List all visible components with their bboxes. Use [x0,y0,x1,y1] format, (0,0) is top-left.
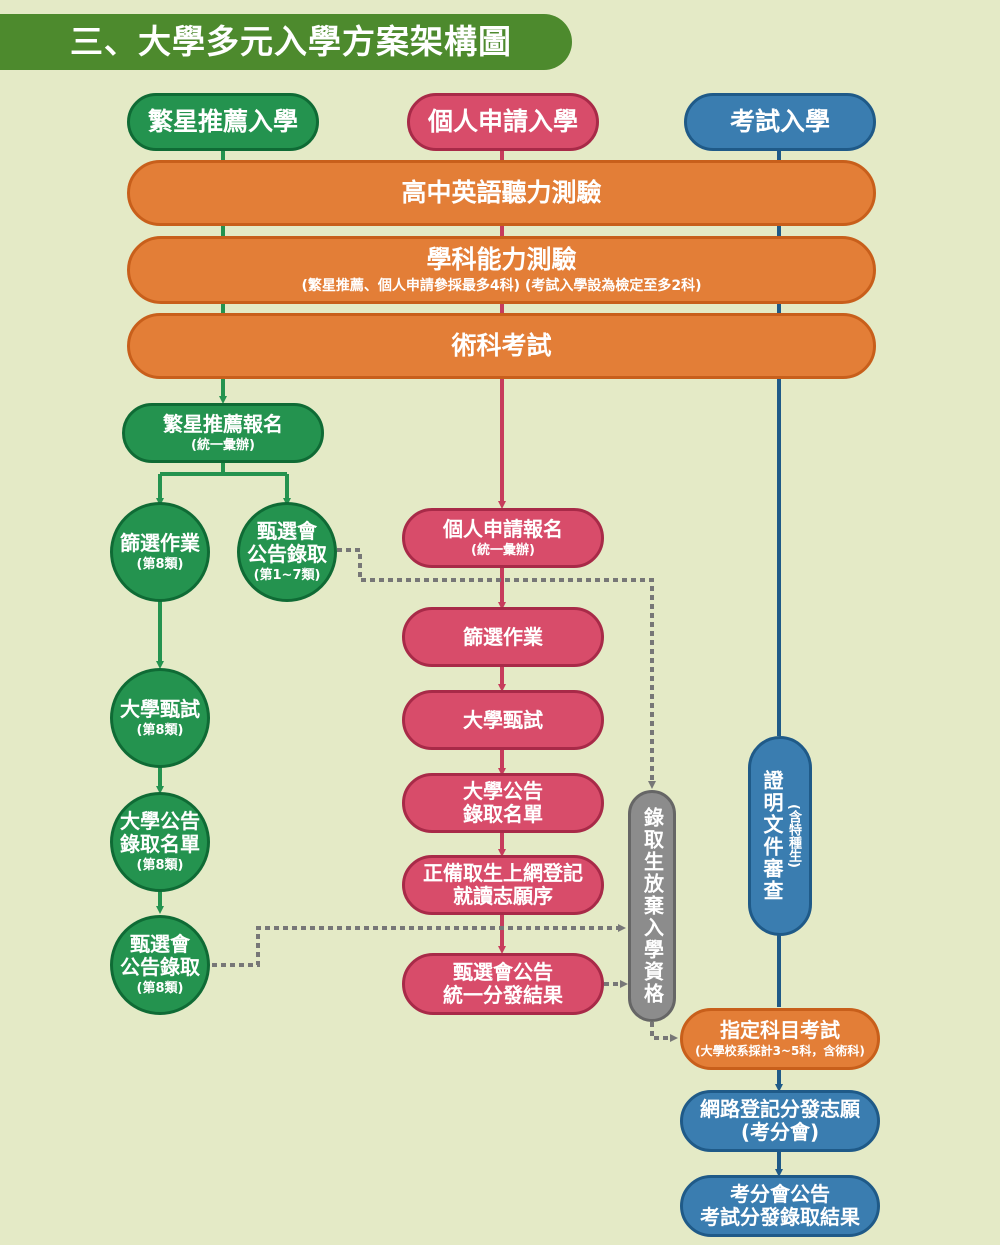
english-listening-test: 高中英語聽力測驗 [127,160,876,226]
star-assign-1-7-line2: 公告錄取 [247,542,327,567]
route-star: 繁星推薦入學 [127,93,319,151]
waive-admission: 錄取生放棄入學資格 [628,790,676,1022]
personal-admit-list: 大學公告 錄取名單 [402,773,604,833]
star-assign-8-line2: 公告錄取 [120,955,200,980]
star-screening-label: 篩選作業 [120,530,200,555]
star-admit-note: (第8類) [136,858,184,874]
gsat-test: 學科能力測驗 (繁星推薦、個人申請參採最多4科) (考試入學設為檢定至多2科) [127,236,876,304]
star-assign-8: 甄選會 公告錄取 (第8類) [110,915,210,1015]
star-screening-note: (第8類) [136,556,184,572]
star-admit-list: 大學公告 錄取名單 (第8類) [110,792,210,892]
ast-note: (大學校系採計3~5科，含術科) [695,1044,865,1059]
star-assign-8-note: (第8類) [136,981,184,997]
exam-docs-note: (含特種生) [785,804,801,868]
personal-dist-line1: 甄選會公告 [453,960,553,984]
star-register-note: (統一彙辦) [191,437,255,453]
personal-register-note: (統一彙辦) [471,542,535,558]
exam-result: 考分會公告 考試分發錄取結果 [680,1175,880,1237]
star-assign-8-line1: 甄選會 [130,932,190,957]
personal-online-line2: 就讀志願序 [453,884,553,908]
star-assign-1-7: 甄選會 公告錄取 (第1~7類) [237,502,337,602]
personal-register-label: 個人申請報名 [443,516,563,541]
gsat-title: 學科能力測驗 [426,245,577,275]
waive-label: 錄取生放棄入學資格 [640,807,665,1005]
star-assign-1-7-line1: 甄選會 [257,519,317,544]
page-title: 三、大學多元入學方案架構圖 [0,14,572,70]
gsat-note: (繁星推薦、個人申請參採最多4科) (考試入學設為檢定至多2科) [301,277,702,294]
star-admit-line1: 大學公告 [120,809,200,834]
exam-docs-label: 證明文件審查 [760,770,785,902]
exam-online-register: 網路登記分發志願 (考分會) [680,1090,880,1152]
star-interview-note: (第8類) [136,722,184,738]
personal-admit-line2: 錄取名單 [463,802,543,826]
personal-online-line1: 正備取生上網登記 [423,861,583,885]
star-interview: 大學甄試 (第8類) [110,668,210,768]
star-register: 繁星推薦報名 (統一彙辦) [122,403,324,463]
personal-register: 個人申請報名 (統一彙辦) [402,508,604,568]
exam-result-line1: 考分會公告 [730,1182,830,1206]
personal-screening: 篩選作業 [402,607,604,667]
star-assign-1-7-note: (第1~7類) [253,568,321,584]
star-interview-label: 大學甄試 [120,696,200,721]
route-personal: 個人申請入學 [407,93,599,151]
star-register-label: 繁星推薦報名 [163,411,283,436]
personal-admit-line1: 大學公告 [463,779,543,803]
star-admit-line2: 錄取名單 [120,832,200,857]
exam-register-line1: 網路登記分發志願 [700,1097,860,1121]
ast-label: 指定科目考試 [720,1018,840,1043]
arts-test: 術科考試 [127,313,876,379]
route-exam: 考試入學 [684,93,876,151]
personal-online-register: 正備取生上網登記 就讀志願序 [402,855,604,915]
ast-test: 指定科目考試 (大學校系採計3~5科，含術科) [680,1008,880,1070]
personal-interview: 大學甄試 [402,690,604,750]
exam-register-line2: (考分會) [740,1120,820,1144]
star-screening: 篩選作業 (第8類) [110,502,210,602]
personal-dist-line2: 統一分發結果 [443,983,563,1007]
personal-distribution-result: 甄選會公告 統一分發結果 [402,953,604,1015]
exam-result-line2: 考試分發錄取結果 [700,1205,860,1229]
exam-document-review: 證明文件審查 (含特種生) [748,736,812,936]
